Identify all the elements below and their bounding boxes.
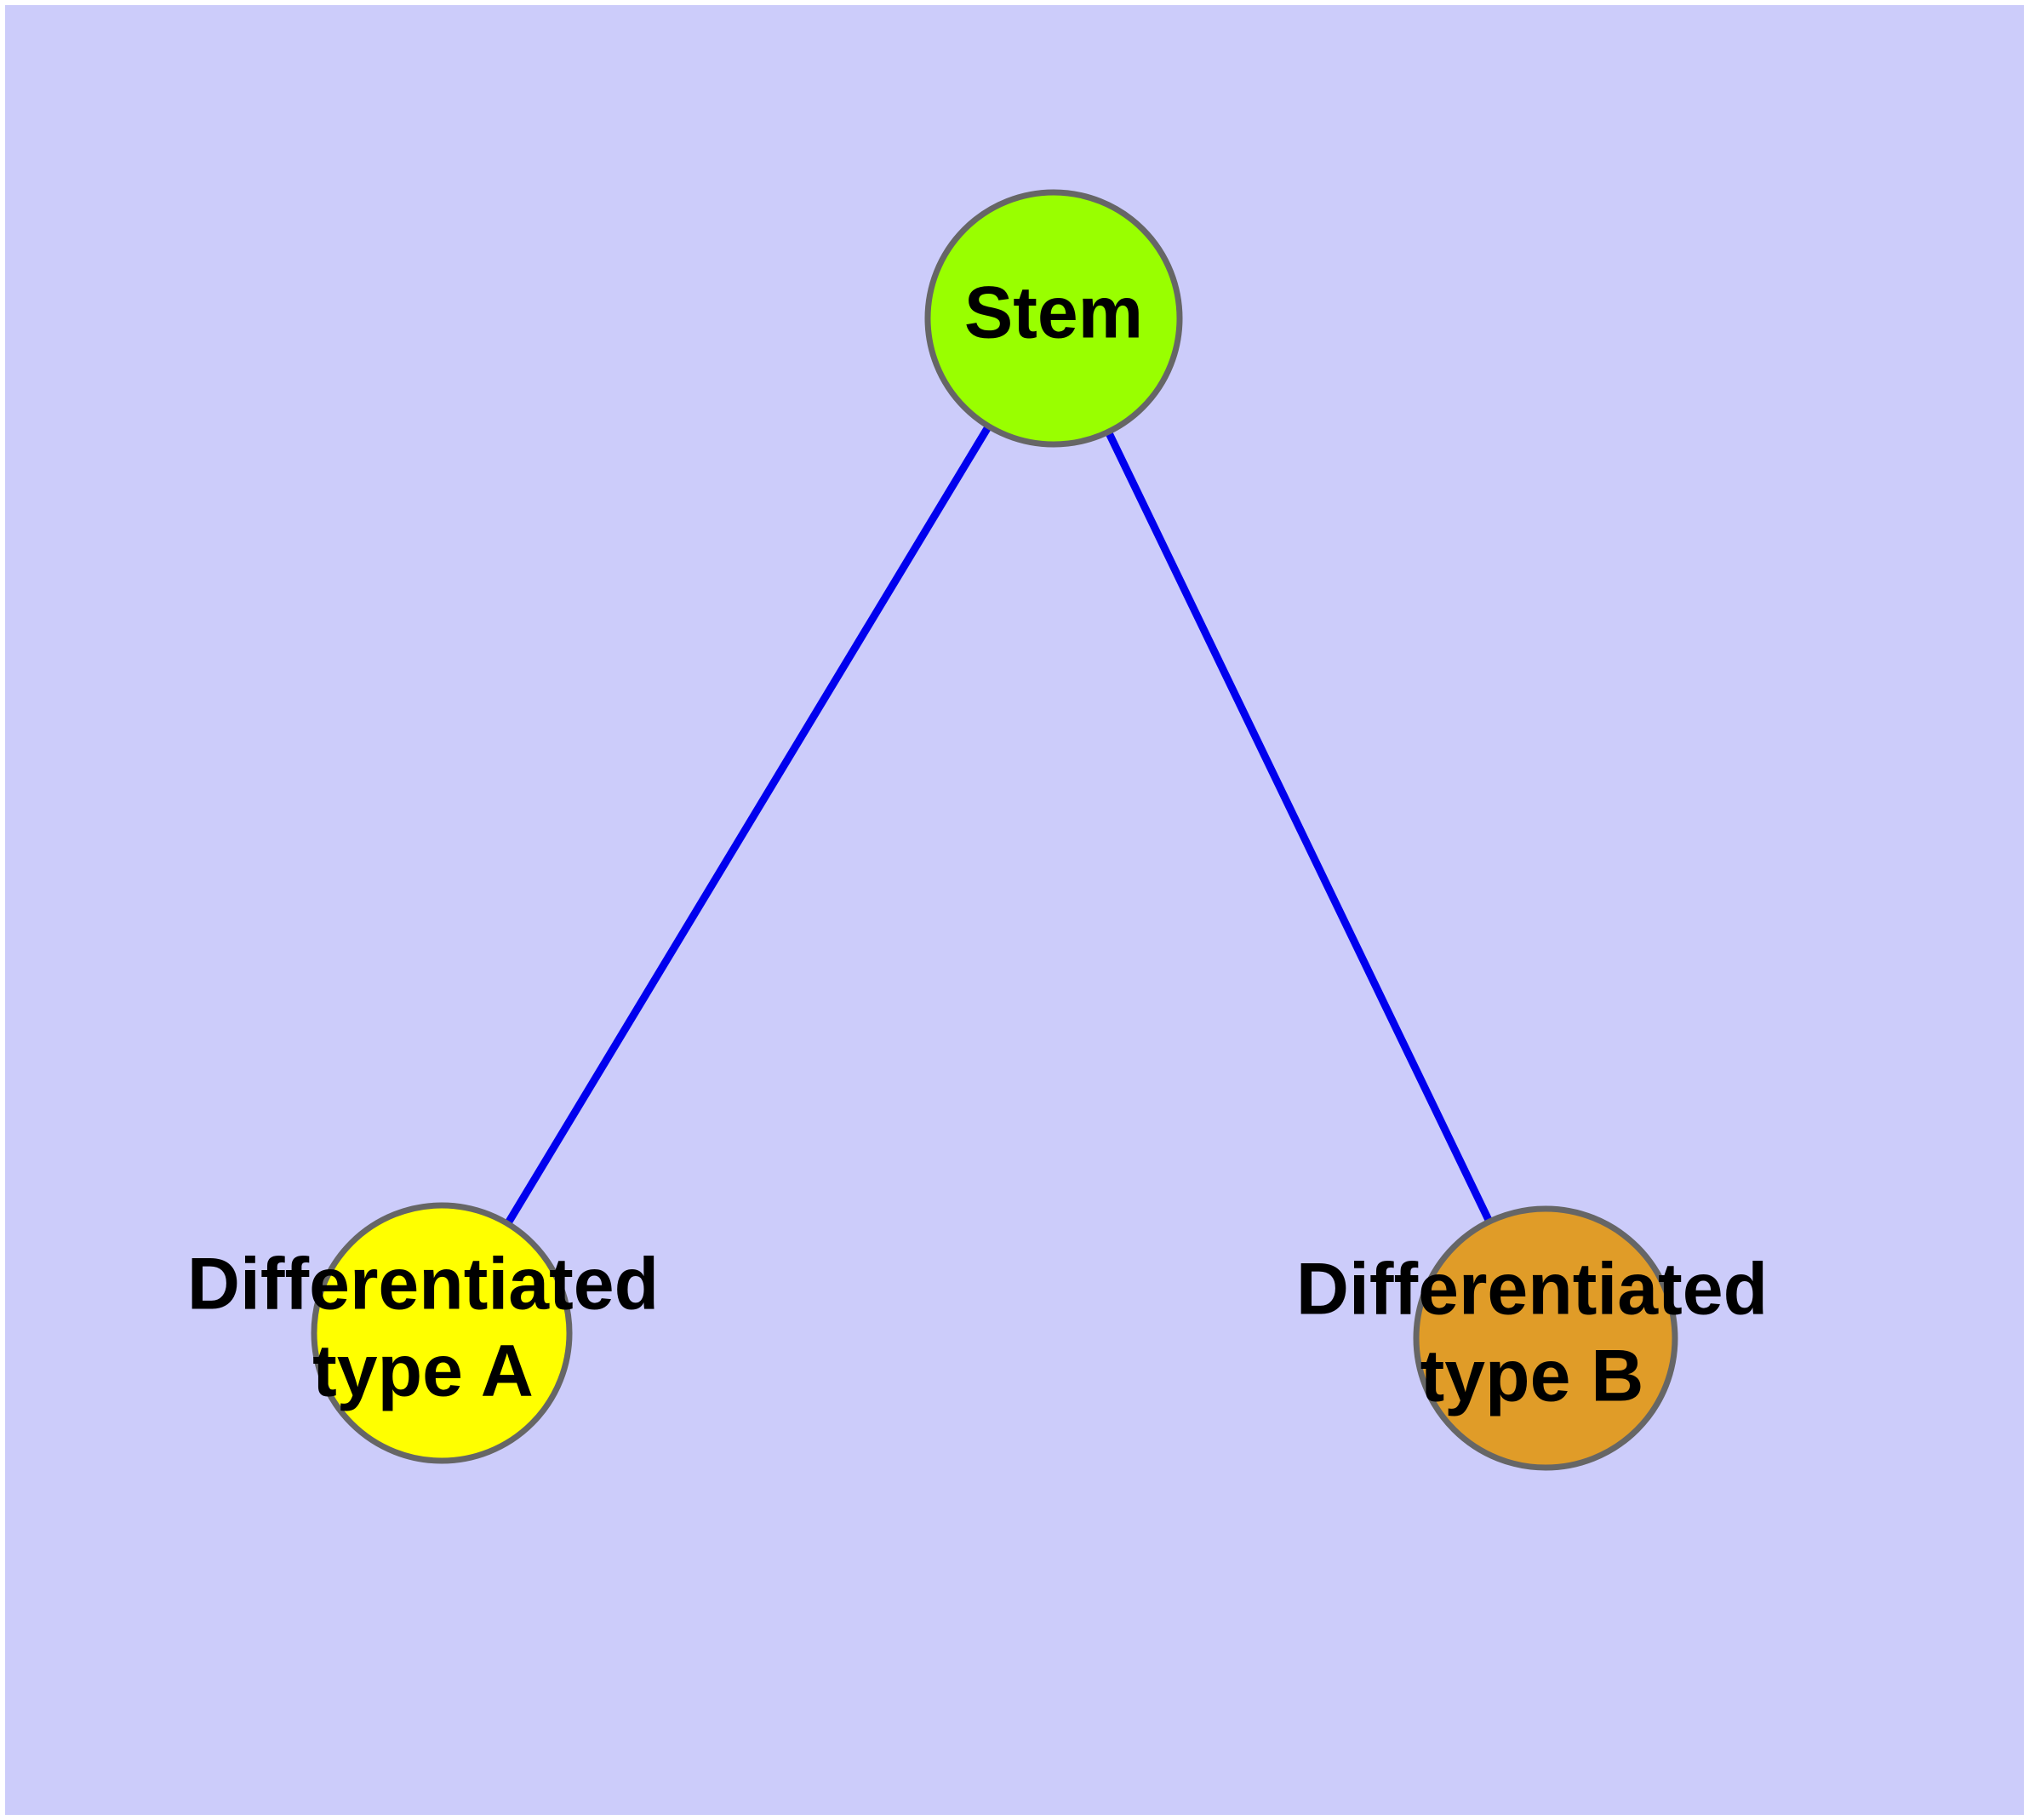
graph-edge-stem-to-diff-a bbox=[438, 316, 1057, 1336]
node-label-diff-b-line1: Differentiated bbox=[1296, 1249, 1768, 1331]
node-circle-diff-b[interactable] bbox=[1413, 1205, 1678, 1471]
graph-node-stem[interactable]: Stem bbox=[924, 189, 1183, 448]
edges-layer bbox=[438, 316, 1550, 1340]
node-label-diff-a-line2: type A bbox=[312, 1331, 534, 1412]
node-circle-diff-a[interactable] bbox=[311, 1202, 573, 1464]
node-label-diff-a-line1: Differentiated bbox=[187, 1244, 659, 1325]
node-label-diff-b-line2: type B bbox=[1420, 1336, 1644, 1417]
node-label-stem-line1: Stem bbox=[964, 272, 1143, 354]
node-circle-stem[interactable] bbox=[924, 189, 1183, 448]
graph-edge-stem-to-diff-b bbox=[1049, 317, 1550, 1340]
